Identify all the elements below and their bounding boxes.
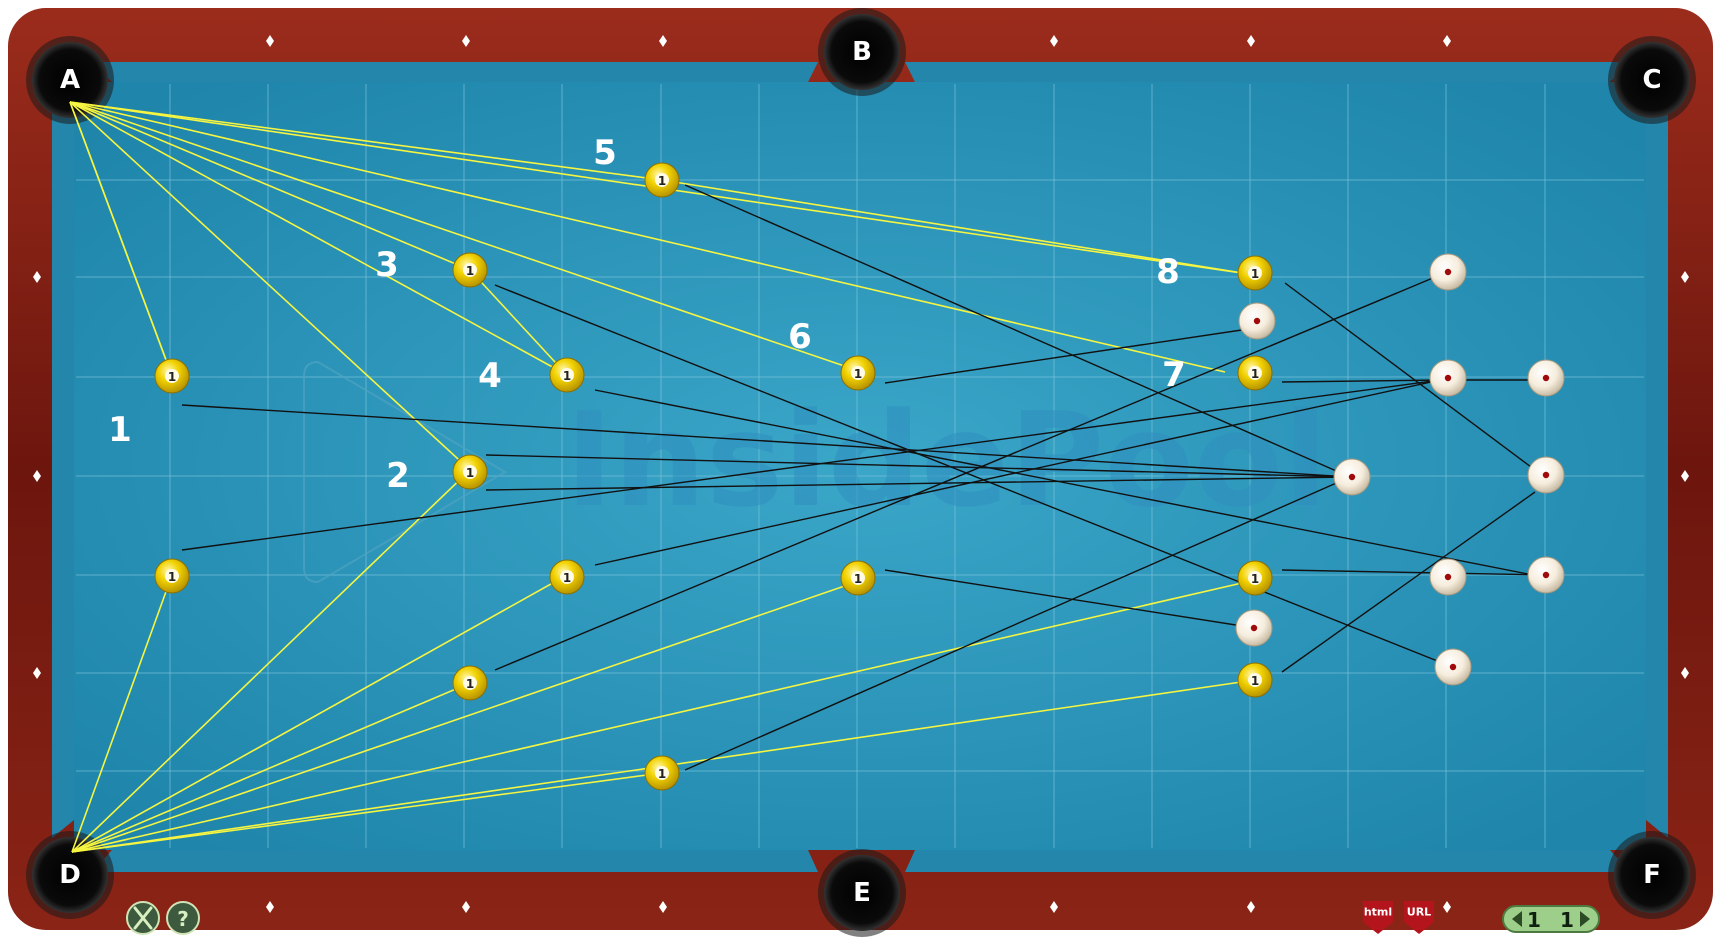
object-ball: 1 <box>453 455 487 489</box>
cushion-bottom-right <box>905 850 1630 872</box>
pocket-label: B <box>852 37 872 67</box>
object-ball: 1 <box>453 666 487 700</box>
object-ball: 1 <box>550 358 584 392</box>
cushion-right <box>1646 100 1668 838</box>
ball-number: 1 <box>466 466 474 480</box>
shot-label-2: 2 <box>386 456 410 496</box>
ball-number: 1 <box>854 367 862 381</box>
ball-number: 1 <box>466 677 474 691</box>
object-ball: 1 <box>1238 561 1272 595</box>
ball-number: 1 <box>658 767 666 781</box>
object-ball: 1 <box>841 356 875 390</box>
pocket-c: C <box>1608 36 1696 124</box>
cushion-bottom-left <box>92 850 818 872</box>
object-ball: 1 <box>841 561 875 595</box>
object-ball: 1 <box>155 359 189 393</box>
cue-ball <box>1236 610 1272 646</box>
cue-ball <box>1528 457 1564 493</box>
shot-label-8: 8 <box>1156 252 1180 292</box>
pocket-e: E <box>818 849 906 937</box>
object-ball: 1 <box>550 560 584 594</box>
ball-number: 1 <box>658 174 666 188</box>
ball-number: 1 <box>1251 674 1259 688</box>
cue-ball <box>1528 557 1564 593</box>
pocket-label: F <box>1643 860 1661 890</box>
counter-left: 1 <box>1527 908 1541 932</box>
pocket-f: F <box>1608 831 1696 919</box>
ball-number: 1 <box>1251 267 1259 281</box>
ball-number: 1 <box>168 570 176 584</box>
page-counter[interactable]: 1 1 <box>1503 906 1599 932</box>
pocket-d: D <box>26 831 114 919</box>
ball-number: 1 <box>854 572 862 586</box>
shot-label-3: 3 <box>375 245 399 285</box>
cue-ball <box>1430 254 1466 290</box>
url-export-label: URL <box>1407 906 1431 919</box>
shot-label-1: 1 <box>108 410 132 450</box>
help-icon: ? <box>177 907 189 931</box>
object-ball: 1 <box>645 756 679 790</box>
object-ball: 1 <box>1238 256 1272 290</box>
shot-label-6: 6 <box>788 317 812 357</box>
cushion-top-right <box>905 62 1630 82</box>
cue-ball <box>1239 303 1275 339</box>
object-ball: 1 <box>1238 663 1272 697</box>
pocket-label: C <box>1642 65 1661 95</box>
cushion-top-left <box>92 62 818 82</box>
shot-label-5: 5 <box>593 133 617 173</box>
help-button[interactable]: ? <box>167 902 199 934</box>
ball-number: 1 <box>1251 367 1259 381</box>
tools-button[interactable] <box>127 902 159 934</box>
ball-number: 1 <box>563 369 571 383</box>
ball-number: 1 <box>563 571 571 585</box>
cushion-left <box>52 100 74 838</box>
object-ball: 1 <box>453 253 487 287</box>
shot-label-4: 4 <box>478 356 502 396</box>
pocket-label: D <box>59 860 81 890</box>
object-ball: 1 <box>155 559 189 593</box>
shot-label-7: 7 <box>1162 355 1186 395</box>
object-ball: 1 <box>1238 356 1272 390</box>
cue-ball <box>1435 649 1471 685</box>
cue-ball <box>1334 459 1370 495</box>
counter-right: 1 <box>1560 908 1574 932</box>
cue-ball <box>1430 360 1466 396</box>
html-export-label: html <box>1364 906 1392 919</box>
object-ball: 1 <box>645 163 679 197</box>
pocket-a: A <box>26 36 114 124</box>
cue-ball <box>1430 559 1466 595</box>
ball-number: 1 <box>1251 572 1259 586</box>
ball-number: 1 <box>466 264 474 278</box>
cue-ball <box>1528 360 1564 396</box>
ball-number: 1 <box>168 370 176 384</box>
pocket-label: E <box>853 878 871 908</box>
pocket-label: A <box>60 65 80 95</box>
pocket-b: B <box>818 8 906 96</box>
